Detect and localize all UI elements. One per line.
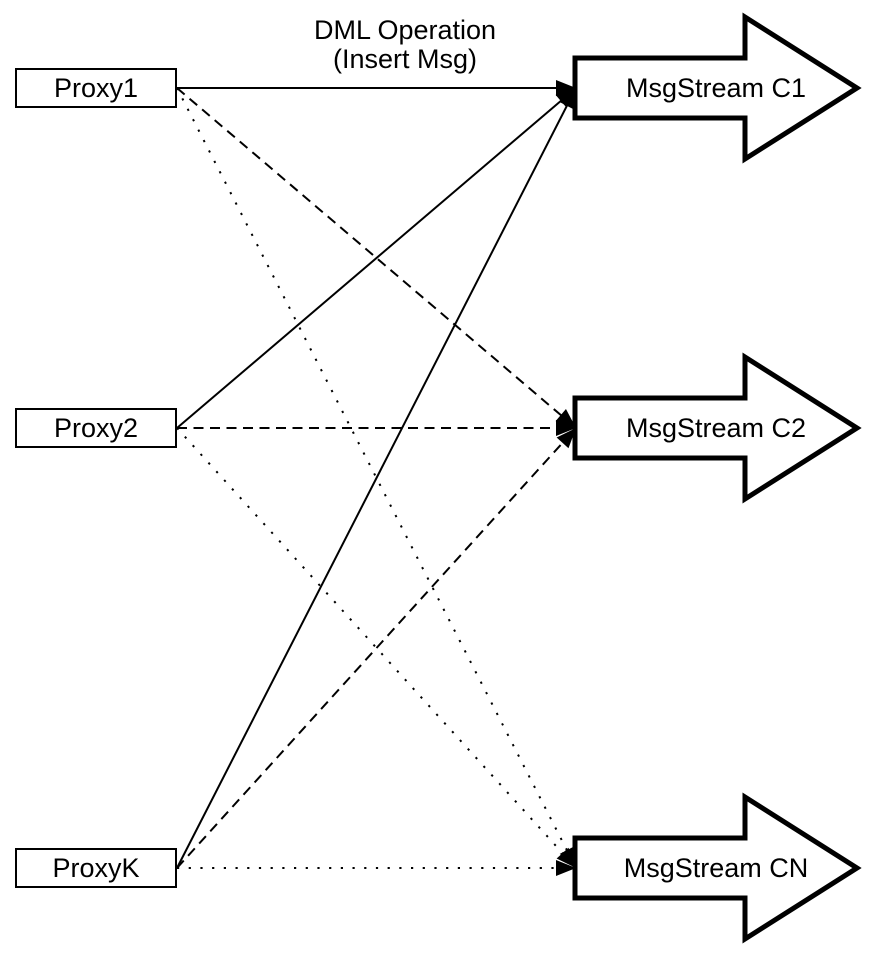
- proxyK-node: ProxyK: [15, 848, 177, 888]
- edge-proxy2-to-stream1-solid: [176, 87, 577, 429]
- proxy2-label: Proxy2: [53, 412, 139, 443]
- edge-proxy1-to-stream2-dashed: [176, 87, 577, 429]
- annotation-dml-operation: DML Operation (Insert Msg): [230, 16, 580, 74]
- edge-proxyK-to-stream1-solid: [176, 87, 577, 869]
- msgstream-arrow-stream2: [572, 352, 862, 504]
- msgstream-arrow-stream3: [572, 792, 862, 944]
- msgstream-arrow-stream1: [572, 12, 862, 164]
- proxy1-node: Proxy1: [15, 68, 177, 108]
- proxy2-node: Proxy2: [15, 408, 177, 448]
- annotation-line1: DML Operation: [313, 15, 497, 45]
- annotation-line2: (Insert Msg): [332, 44, 478, 74]
- proxyK-label: ProxyK: [52, 852, 140, 883]
- proxy1-label: Proxy1: [53, 72, 139, 103]
